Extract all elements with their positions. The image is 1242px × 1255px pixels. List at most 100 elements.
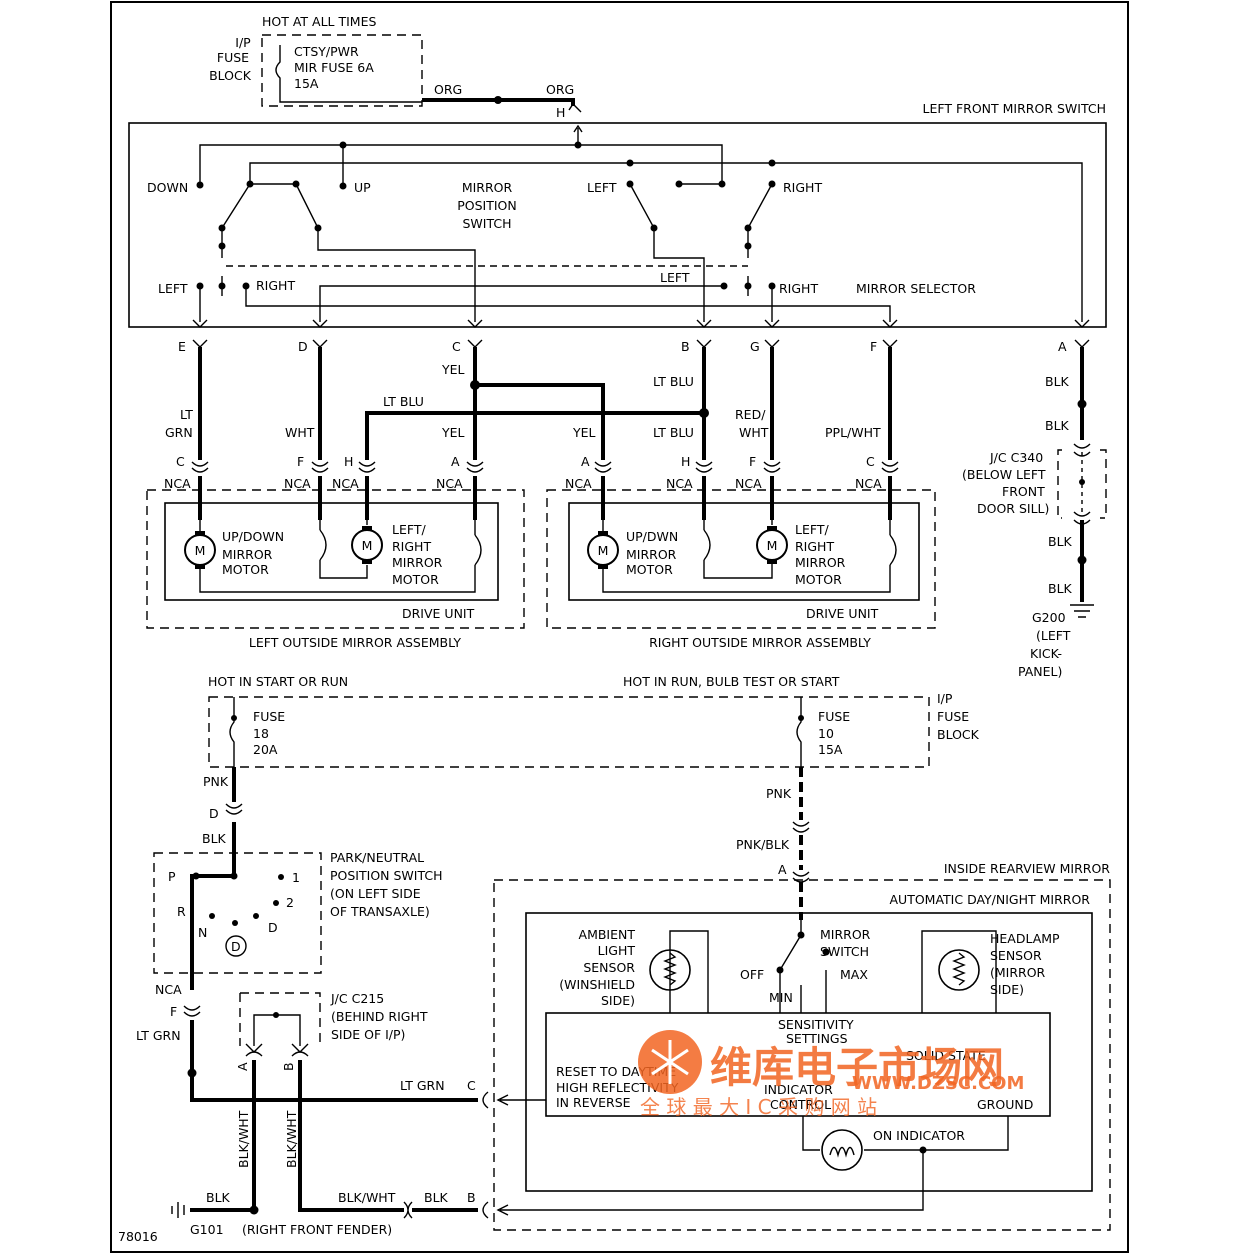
conn-right-f: F bbox=[749, 454, 756, 469]
conn-right-h: H bbox=[681, 454, 690, 469]
right-selector-a: RIGHT bbox=[256, 278, 295, 293]
pin-f: F bbox=[870, 339, 877, 354]
gear-r: R bbox=[177, 904, 186, 919]
updown-l-1: UP/DOWN bbox=[222, 529, 284, 544]
g101-label: G101 bbox=[190, 1222, 224, 1237]
org-wire bbox=[422, 98, 575, 106]
mirror-selector-label: MIRROR SELECTOR bbox=[856, 281, 976, 296]
sens-1: SENSITIVITY bbox=[778, 1017, 854, 1032]
right-front-fender: (RIGHT FRONT FENDER) bbox=[242, 1222, 392, 1237]
svg-text:M: M bbox=[195, 543, 206, 558]
ambient-5: SIDE) bbox=[601, 993, 635, 1008]
ip-bottom-1: I/P bbox=[937, 691, 953, 706]
fuse18-3: 20A bbox=[253, 742, 278, 757]
pin-e: E bbox=[178, 339, 186, 354]
hot-run-bulb: HOT IN RUN, BULB TEST OR START bbox=[623, 674, 840, 689]
harness-wires bbox=[198, 347, 1087, 602]
blk-g101: BLK bbox=[206, 1190, 231, 1205]
on-indicator-label: ON INDICATOR bbox=[873, 1128, 965, 1143]
jc-c340-4: DOOR SILL) bbox=[977, 501, 1049, 516]
connector-b-icon bbox=[482, 1201, 489, 1219]
lt-grn-1: LT bbox=[180, 407, 193, 422]
left-outside-title: LEFT OUTSIDE MIRROR ASSEMBLY bbox=[249, 635, 462, 650]
sens-2: SETTINGS bbox=[786, 1031, 848, 1046]
lr-l-2: RIGHT bbox=[392, 539, 431, 554]
reset-3: IN REVERSE bbox=[556, 1095, 631, 1110]
watermark-cn-name: 维库电子市场网 bbox=[710, 1043, 1004, 1092]
pin-h-label: H bbox=[556, 105, 565, 120]
svg-text:M: M bbox=[767, 538, 778, 553]
pn-1: PARK/NEUTRAL bbox=[330, 850, 424, 865]
updown-motor-left-icon: M bbox=[184, 531, 216, 569]
fuse10-2: 10 bbox=[818, 726, 834, 741]
headlamp-4: SIDE) bbox=[990, 982, 1024, 997]
blk-3: BLK bbox=[1048, 534, 1073, 549]
auto-day-night: AUTOMATIC DAY/NIGHT MIRROR bbox=[890, 892, 1091, 907]
ground-label: GROUND bbox=[977, 1097, 1033, 1112]
blk-wht-wires bbox=[252, 1060, 478, 1212]
right-outside-title: RIGHT OUTSIDE MIRROR ASSEMBLY bbox=[649, 635, 871, 650]
pin-c-bottom: C bbox=[467, 1078, 476, 1093]
pn-4: OF TRANSAXLE) bbox=[330, 904, 430, 919]
leftright-motor-right-icon: M bbox=[756, 526, 788, 564]
pin-c: C bbox=[452, 339, 461, 354]
max-label: MAX bbox=[840, 967, 868, 982]
lt-grn-2: GRN bbox=[165, 425, 193, 440]
conn-right-a: A bbox=[581, 454, 590, 469]
headlamp-3: (MIRROR bbox=[990, 965, 1046, 980]
ambient-sensor-icon bbox=[649, 949, 691, 991]
inside-mirror-title: INSIDE REARVIEW MIRROR bbox=[944, 861, 1110, 876]
red-wht-2: WHT bbox=[739, 425, 769, 440]
mirror-pos-3: SWITCH bbox=[462, 216, 511, 231]
updown-r-1: UP/DWN bbox=[626, 529, 678, 544]
fuse18-2: 18 bbox=[253, 726, 269, 741]
fuse10-1: FUSE bbox=[818, 709, 850, 724]
pin-b: B bbox=[681, 339, 690, 354]
off-label: OFF bbox=[740, 967, 764, 982]
gear-d-circle: D bbox=[231, 939, 241, 954]
blk-wht-a: BLK/WHT bbox=[236, 1110, 251, 1168]
nca-2: NCA bbox=[284, 476, 311, 491]
connector-h-icon bbox=[568, 102, 582, 113]
pnk-right: PNK bbox=[766, 786, 792, 801]
hot-at-all-times: HOT AT ALL TIMES bbox=[262, 14, 376, 29]
blk-1: BLK bbox=[1045, 374, 1070, 389]
up-label: UP bbox=[354, 180, 371, 195]
fuse10-3: 15A bbox=[818, 742, 843, 757]
ambient-4: (WINSHIELD bbox=[559, 977, 635, 992]
watermark-url: WWW.DZSC.COM bbox=[852, 1073, 1024, 1094]
nca-4: NCA bbox=[436, 476, 463, 491]
ground-g101-icon bbox=[171, 1202, 185, 1218]
left-front-mirror-switch: LEFT FRONT MIRROR SWITCH DOWN UP MIRROR … bbox=[128, 101, 1107, 328]
jc-c340-2: (BELOW LEFT bbox=[962, 467, 1046, 482]
block-label: BLOCK bbox=[209, 68, 252, 83]
pin-b-bottom: B bbox=[467, 1190, 476, 1205]
lr-r-3: MIRROR bbox=[795, 555, 846, 570]
updown-r-3: MOTOR bbox=[626, 562, 673, 577]
jc-c340-3: FRONT bbox=[1002, 484, 1045, 499]
park-neutral-switch: PARK/NEUTRAL POSITION SWITCH (ON LEFT SI… bbox=[153, 850, 443, 990]
g200-1: G200 bbox=[1032, 610, 1066, 625]
inside-rearview-mirror: INSIDE REARVIEW MIRROR AUTOMATIC DAY/NIG… bbox=[493, 861, 1111, 1231]
page-frame bbox=[110, 1, 1129, 1253]
pin-f-bottom: F bbox=[170, 1004, 177, 1019]
right-top-label: RIGHT bbox=[783, 180, 822, 195]
red-wht-1: RED/ bbox=[735, 407, 766, 422]
min-label: MIN bbox=[769, 990, 793, 1005]
connector-a-icon bbox=[792, 821, 810, 833]
lr-l-1: LEFT/ bbox=[392, 522, 426, 537]
watermark-slogan: 全 球 最 大 I C 采 购 网 站 bbox=[640, 1095, 877, 1119]
hot-start-run: HOT IN START OR RUN bbox=[208, 674, 348, 689]
g200-3: KICK- bbox=[1030, 646, 1062, 661]
leftright-motor-left-icon: M bbox=[351, 526, 383, 564]
connector-a2-icon bbox=[792, 871, 810, 883]
jc-c215: J/C C215 (BEHIND RIGHT SIDE OF I/P) bbox=[239, 991, 428, 1057]
ground-g200-icon bbox=[1070, 604, 1094, 618]
left-top-label: LEFT bbox=[587, 180, 617, 195]
connector-f-icon bbox=[183, 1005, 201, 1017]
lr-l-3: MIRROR bbox=[392, 555, 443, 570]
left-selector-b: LEFT bbox=[660, 270, 690, 285]
pnk-left: PNK bbox=[203, 774, 229, 789]
nca-7: NCA bbox=[735, 476, 762, 491]
assembly-connectors: C F H A A H F C NCA NCA NCA NCA NCA NCA … bbox=[164, 454, 899, 520]
